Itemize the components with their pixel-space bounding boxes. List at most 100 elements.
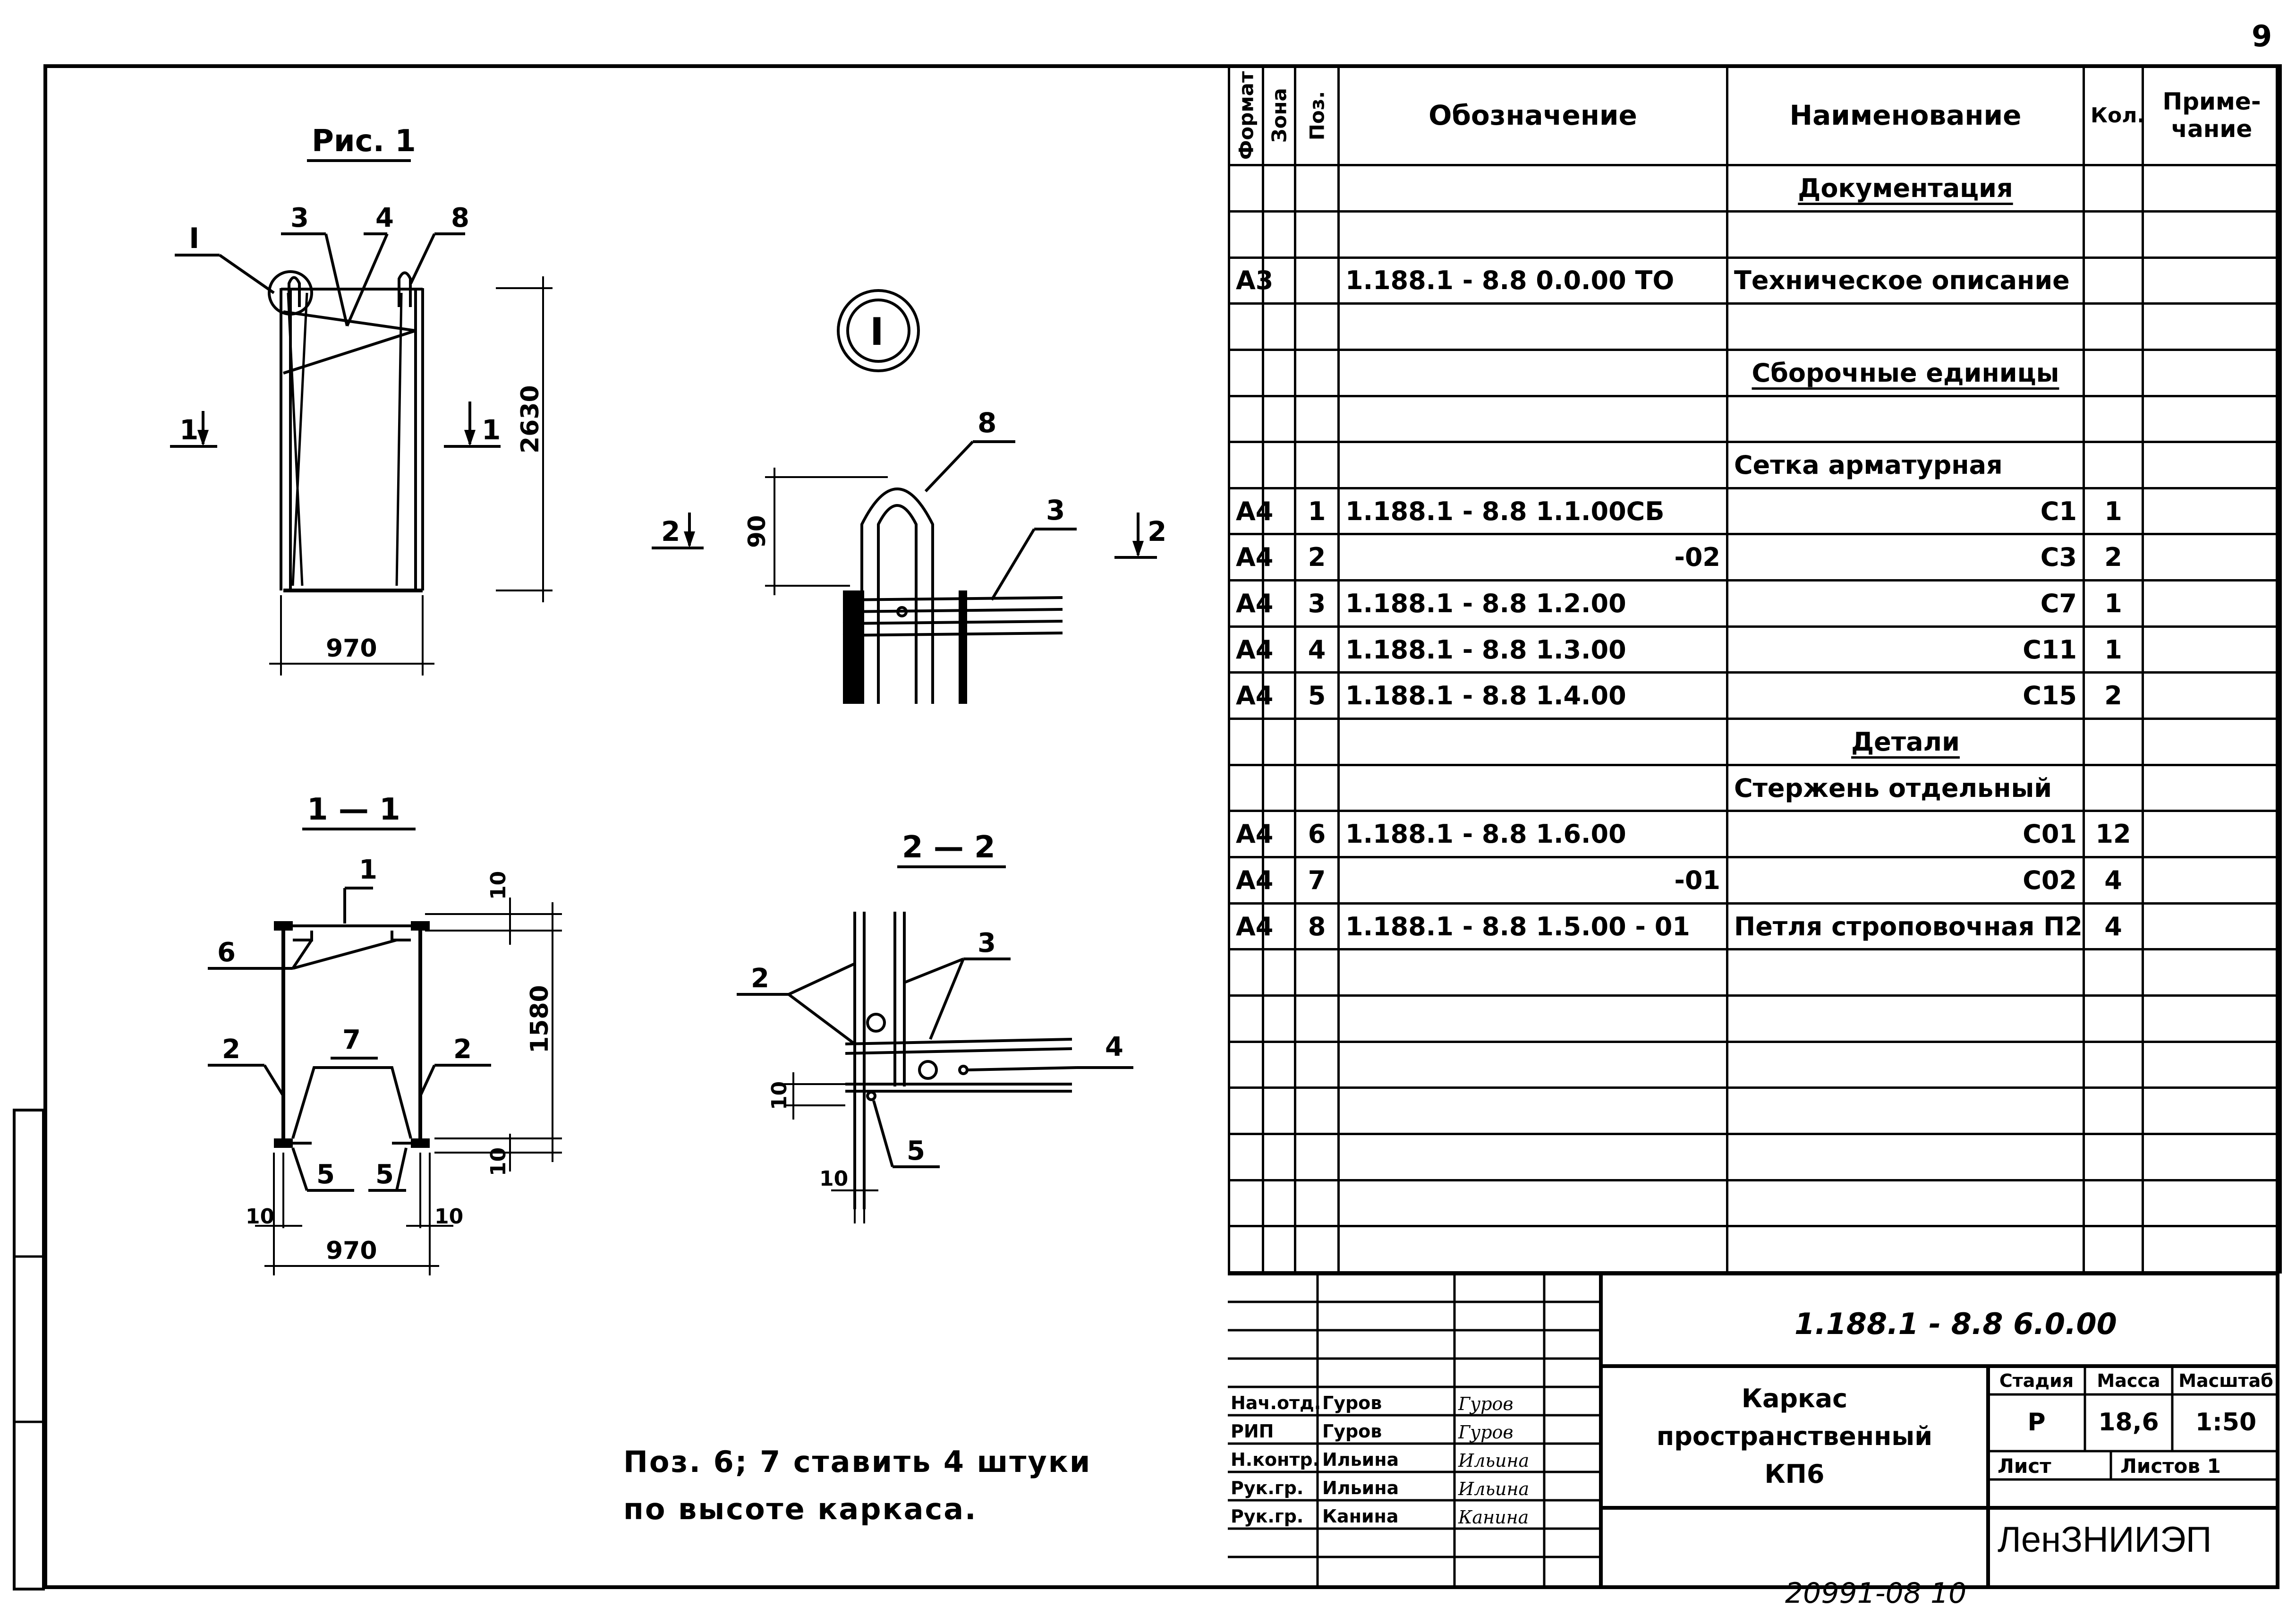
header-format: Формат xyxy=(1229,65,1263,165)
spec-note xyxy=(2142,394,2282,444)
spec-format-text: A4 xyxy=(1236,496,1274,526)
spec-pos-text: 1 xyxy=(1308,496,1326,526)
spec-format: A4 xyxy=(1228,810,1273,859)
detail-I-dim: 90 xyxy=(743,515,771,548)
spec-designation: 1.188.1 - 8.8 1.5.00 - 01 xyxy=(1337,902,1728,951)
spec-designation-text: 1.188.1 - 8.8 1.2.00 xyxy=(1345,588,1626,618)
header-name: Наименование xyxy=(1726,64,2085,167)
spec-pos-text: 8 xyxy=(1308,911,1326,941)
spec-format xyxy=(1228,348,1264,397)
spec-row xyxy=(1228,994,2282,1043)
section-2-2: 2 — 2 2 3 4 5 10 xyxy=(737,830,1133,1223)
organization: ЛенЗНИИЭП xyxy=(1998,1520,2212,1560)
spec-pos xyxy=(1294,256,1340,305)
spec-designation xyxy=(1337,1133,1728,1181)
spec-pos-text: 5 xyxy=(1308,681,1326,711)
fig-1: Рис. 1 I 3 4 8 1 xyxy=(170,124,553,675)
spec-name: Документация xyxy=(1726,164,2085,213)
spec-qty xyxy=(2083,394,2144,444)
spec-zone xyxy=(1262,763,1296,812)
spec-designation xyxy=(1337,1225,1728,1274)
spec-note xyxy=(2142,210,2282,259)
mass-label: Масса xyxy=(2097,1370,2160,1391)
spec-pos: 7 xyxy=(1294,856,1340,905)
spec-note xyxy=(2142,302,2282,351)
signature-handwritten: Гуров xyxy=(1458,1422,1514,1443)
spec-pos-text: 6 xyxy=(1308,819,1326,849)
spec-note xyxy=(2142,487,2282,536)
fig-1-section-right: 1 xyxy=(482,414,501,446)
spec-designation xyxy=(1337,210,1728,259)
signature-name: Канина xyxy=(1322,1506,1399,1527)
spec-format: A4 xyxy=(1228,579,1273,628)
spec-pos: 4 xyxy=(1294,625,1340,674)
bottom-code: 20991-08 10 xyxy=(1785,1577,1967,1610)
spec-zone xyxy=(1262,210,1296,259)
fig-1-pos-8: 8 xyxy=(451,203,469,233)
section-1-1-pos-2-left: 2 xyxy=(222,1034,240,1065)
stage-value: Р xyxy=(2027,1408,2046,1436)
section-1-1-dim-width: 970 xyxy=(326,1237,377,1265)
spec-name: С02 xyxy=(1726,856,2085,905)
section-1-1-dim-bottom: 10 xyxy=(486,1147,510,1176)
fig-1-pos-4: 4 xyxy=(375,203,394,233)
spec-qty xyxy=(2083,164,2144,213)
spec-pos xyxy=(1294,1133,1340,1181)
spec-name: Сетка арматурная xyxy=(1726,441,2085,489)
fig-1-title: Рис. 1 xyxy=(312,124,416,159)
spec-note xyxy=(2142,948,2282,997)
spec-name: С01 xyxy=(1726,810,2085,859)
signature-handwritten: Ильина xyxy=(1458,1479,1530,1499)
section-2-2-pos-3: 3 xyxy=(978,928,996,958)
section-2-2-dim-h: 10 xyxy=(819,1167,848,1191)
spec-name xyxy=(1726,394,2085,444)
spec-zone xyxy=(1262,625,1296,674)
fig-1-section-left: 1 xyxy=(179,414,198,446)
spec-qty xyxy=(2083,1225,2144,1274)
spec-qty: 1 xyxy=(2083,625,2144,674)
spec-note xyxy=(2142,902,2282,951)
spec-qty xyxy=(2083,441,2144,489)
spec-name: С1 xyxy=(1726,487,2085,536)
spec-note xyxy=(2142,671,2282,720)
spec-zone xyxy=(1262,718,1296,766)
spec-name-text: С11 xyxy=(2023,634,2077,665)
spec-zone xyxy=(1262,441,1296,489)
spec-format xyxy=(1228,1133,1264,1181)
section-2-2-pos-2: 2 xyxy=(751,963,769,994)
spec-designation xyxy=(1337,302,1728,351)
detail-I: I 8 3 2 2 90 xyxy=(652,289,1166,704)
spec-row xyxy=(1228,948,2282,997)
spec-format-text: A4 xyxy=(1236,634,1274,665)
sheet-label: Лист xyxy=(1998,1454,2051,1478)
spec-name xyxy=(1726,302,2085,351)
spec-format xyxy=(1228,763,1264,812)
header-zone: Зона xyxy=(1263,65,1295,165)
section-1-1-dim-br: 10 xyxy=(434,1205,463,1229)
section-1-1-pos-5-left: 5 xyxy=(316,1159,335,1190)
spec-qty-text: 4 xyxy=(2104,911,2122,941)
spec-note xyxy=(2142,256,2282,305)
spec-designation xyxy=(1337,948,1728,997)
spec-format: A3 xyxy=(1228,256,1273,305)
spec-name xyxy=(1726,1086,2085,1135)
spec-qty: 4 xyxy=(2083,902,2144,951)
spec-format: A4 xyxy=(1228,902,1273,951)
spec-pos xyxy=(1294,994,1340,1043)
spec-format-text: A3 xyxy=(1236,265,1274,296)
scale-value: 1:50 xyxy=(2195,1408,2257,1436)
spec-name: Техническое описание xyxy=(1726,256,2085,305)
spec-format: A4 xyxy=(1228,856,1273,905)
spec-pos: 6 xyxy=(1294,810,1340,859)
spec-name-text: Сетка арматурная xyxy=(1734,450,2003,480)
spec-qty-text: 12 xyxy=(2095,819,2131,849)
spec-name-text: Стержень отдельный xyxy=(1734,773,2052,803)
section-1-1-pos-7: 7 xyxy=(342,1025,361,1055)
section-2-2-pos-4: 4 xyxy=(1105,1032,1123,1062)
scale-label: Масштаб xyxy=(2178,1370,2273,1391)
spec-pos: 8 xyxy=(1294,902,1340,951)
spec-designation: -02 xyxy=(1337,533,1728,582)
spec-format xyxy=(1228,210,1264,259)
spec-note xyxy=(2142,441,2282,489)
